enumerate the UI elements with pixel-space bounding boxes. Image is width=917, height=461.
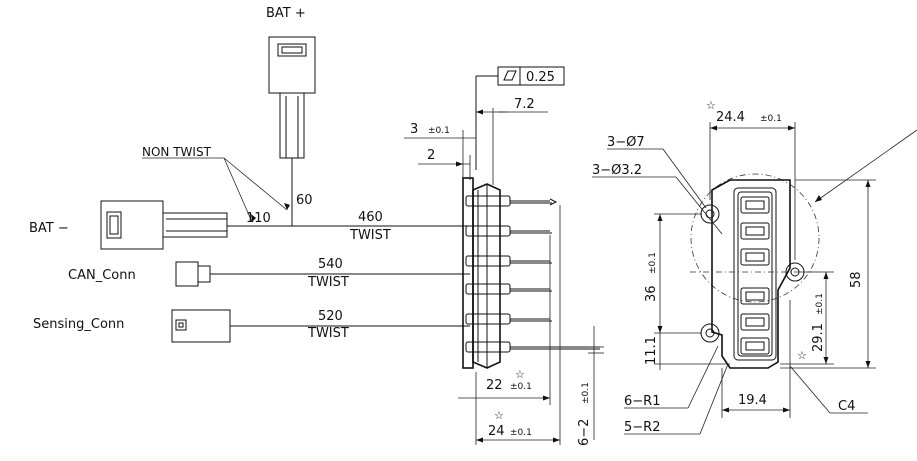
pin-2 — [465, 225, 552, 237]
length-60-label: 60 — [296, 193, 313, 208]
wire-harness: BAT + 60 NON TWIST BAT − 110 — [29, 6, 470, 343]
length-110-label: 110 — [246, 211, 271, 226]
cavity-5 — [740, 313, 770, 331]
c4-label: C4 — [838, 399, 855, 414]
connector-side-body — [462, 177, 600, 369]
length-460-label: 460 — [358, 210, 383, 225]
mount-hole-top — [700, 204, 720, 224]
dim-6-2: 6−2 — [577, 419, 592, 446]
r2-label: 5−R2 — [624, 420, 660, 435]
dim-22-tol: ±0.1 — [510, 382, 532, 392]
can-connector — [175, 261, 470, 287]
dim-24-4-tol: ±0.1 — [760, 114, 782, 124]
dim-29-1-tol: ±0.1 — [815, 293, 825, 315]
cavity-3 — [740, 248, 770, 266]
flatness-value: 0.25 — [526, 70, 555, 85]
bat-plus-label: BAT + — [266, 6, 306, 21]
dim-7-2: 7.2 — [514, 97, 535, 112]
side-view: 0.25 7.2 3 ±0.1 2 — [404, 66, 604, 446]
cavity-1 — [740, 196, 770, 214]
holes-7-label: 3−Ø7 — [607, 135, 645, 150]
cavity-6 — [740, 337, 770, 355]
dim-19-4: 19.4 — [738, 393, 767, 408]
pin-6 — [465, 341, 600, 353]
dim-3-tol: ±0.1 — [428, 126, 450, 136]
flatness-frame: 0.25 — [475, 66, 565, 170]
bat-minus-connector — [100, 200, 470, 250]
dim-22: 22 — [486, 378, 503, 393]
cavity-4 — [740, 287, 770, 305]
bat-plus-connector — [268, 36, 316, 226]
dim-29-1: 29.1 — [811, 323, 826, 352]
dim-24-tol: ±0.1 — [510, 428, 532, 438]
dim-24-star: ☆ — [494, 409, 504, 422]
twist-label-1: TWIST — [349, 228, 391, 243]
dim-58: 58 — [849, 271, 864, 288]
pin-1 — [465, 195, 558, 207]
length-540-label: 540 — [318, 257, 343, 272]
length-520-label: 520 — [318, 309, 343, 324]
front-view: ☆ 24.4 ±0.1 3−Ø7 3−Ø3.2 36 ±0.1 11.1 ☆ 2… — [592, 99, 917, 435]
bat-minus-label: BAT − — [29, 221, 69, 236]
pin-3 — [465, 255, 552, 267]
dim-6-2-tol: ±0.1 — [581, 382, 591, 404]
dim-11-1: 11.1 — [644, 336, 659, 365]
dim-3: 3 — [410, 122, 418, 137]
dim-2: 2 — [427, 148, 435, 163]
dim-24: 24 — [488, 424, 505, 439]
twist-label-3: TWIST — [307, 326, 349, 341]
dim-24-4-star: ☆ — [706, 99, 716, 112]
cavity-2 — [740, 222, 770, 240]
dim-24-4: 24.4 — [716, 110, 745, 125]
sensing-conn-label: Sensing_Conn — [33, 317, 124, 332]
r1-label: 6−R1 — [624, 394, 660, 409]
holes-3-2-label: 3−Ø3.2 — [592, 163, 642, 178]
dim-29-1-star: ☆ — [797, 349, 807, 362]
twist-label-2: TWIST — [307, 275, 349, 290]
dim-22-star: ☆ — [515, 368, 525, 381]
sensing-connector — [171, 309, 470, 343]
can-conn-label: CAN_Conn — [68, 268, 136, 283]
connector-front-body — [711, 179, 791, 369]
pin-4 — [465, 283, 552, 295]
dim-36-tol: ±0.1 — [648, 252, 658, 274]
non-twist-label: NON TWIST — [142, 145, 212, 159]
pin-5 — [465, 313, 552, 325]
dim-36: 36 — [644, 285, 659, 302]
